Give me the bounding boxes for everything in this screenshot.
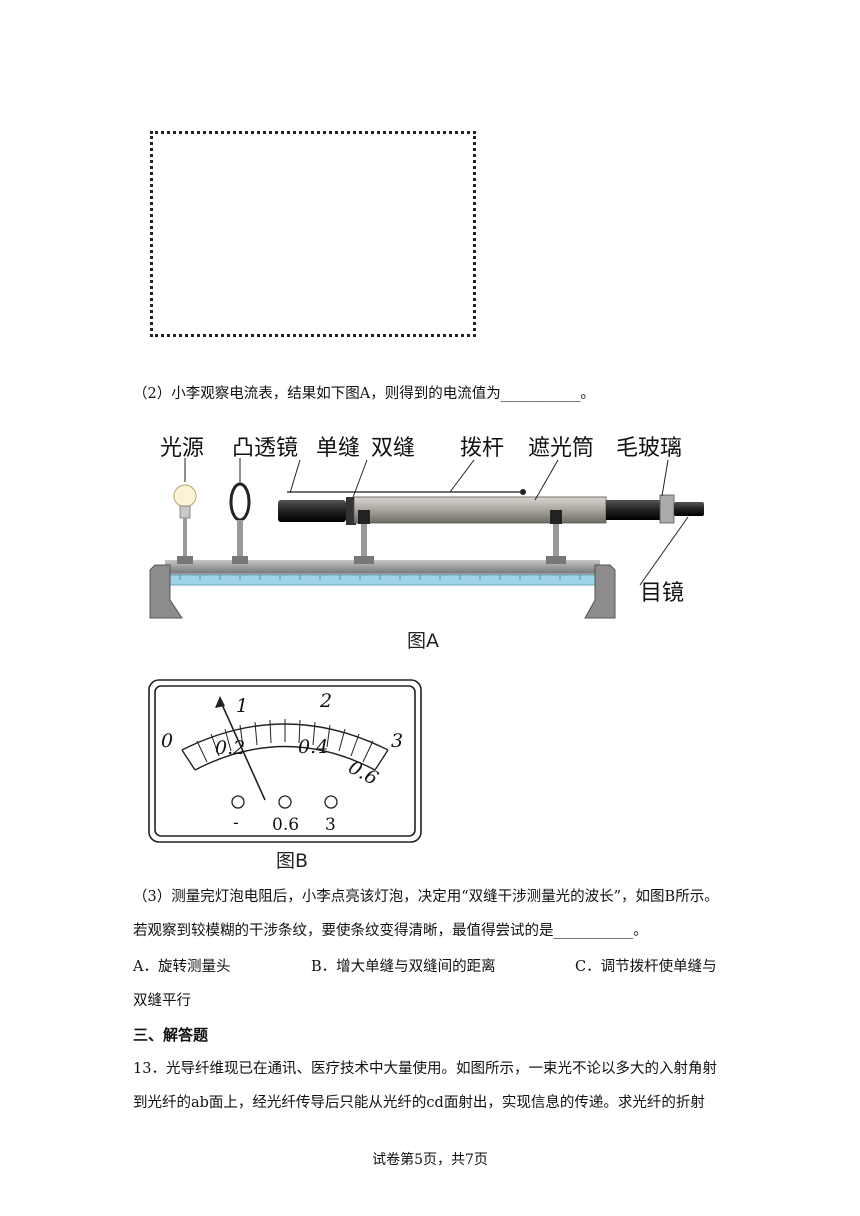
label-double-slit: 双缝 [371,436,416,461]
figure-b: 0 1 2 3 0.2 0.4 0.6 - 0.6 3 图B [145,678,425,872]
question-13-line-1: 13．光导纤维现已在通讯、医疗技术中大量使用。如图所示，一束光不论以多大的入射角… [133,1061,717,1077]
ammeter-needle [219,699,266,801]
shade-tube [353,496,607,524]
label-convex-lens: 凸透镜 [232,436,299,461]
terminal-negative-icon [231,795,245,809]
scale-label-2: 2 [320,690,333,712]
question-13-line-2: 到光纤的ab面上，经光纤传导后只能从光纤的cd面射出，实现信息的传递。求光纤的折… [133,1095,705,1111]
scale-label-0.2: 0.2 [215,737,246,759]
terminal-3-icon [324,795,338,809]
option-a: A．旋转测量头 [133,959,231,975]
label-shade-tube: 遮光筒 [528,436,595,461]
scale-ticks [196,719,374,763]
figure-a-caption: 图A [407,630,439,652]
label-eyepiece: 目镜 [640,581,685,606]
page-footer: 试卷第5页，共7页 [372,1152,488,1168]
label-single-slit: 单缝 [316,436,361,461]
convex-lens-icon [229,482,251,564]
single-slit-tube [278,500,346,522]
terminal-label-3: 3 [325,815,336,835]
scale-label-1: 1 [236,695,249,717]
figure-a-illustration [149,458,704,619]
terminal-label-0.6: 0.6 [272,815,300,835]
figure-a: 光源 凸透镜 单缝 双缝 拨杆 遮光筒 毛玻璃 目镜 图A [140,420,740,652]
option-c-continued: 双缝平行 [133,993,191,1009]
terminal-0.6-icon [278,795,292,809]
label-ground-glass: 毛玻璃 [616,436,683,461]
eyepiece-tube [674,502,704,516]
question-3-line-1: （3）测量完灯泡电阻后，小李点亮该灯泡，决定用“双缝干涉测量光的波长”，如图B所… [133,889,719,905]
ammeter-illustration [148,679,422,843]
section-3-title: 三、解答题 [133,1026,209,1044]
scale-label-0.4: 0.4 [298,736,329,758]
label-lever: 拨杆 [460,436,505,461]
figure-b-caption: 图B [276,850,309,872]
option-b: B．增大单缝与双缝间的距离 [311,959,496,975]
answer-box [150,131,476,337]
ruler-ticks [179,575,581,580]
terminal-label-negative: - [233,813,239,833]
label-light-source: 光源 [160,436,205,461]
light-bulb-icon [173,484,197,564]
question-2-text: （2）小李观察电流表，结果如下图A，则得到的电流值为___________。 [133,386,595,402]
question-3-line-2: 若观察到较模糊的干涉条纹，要使条纹变得清晰，最值得尝试的是___________… [133,923,648,939]
scale-label-0: 0 [161,730,174,752]
scale-label-3: 3 [391,730,404,752]
option-c: C．调节拨杆使单缝与 [575,959,717,975]
